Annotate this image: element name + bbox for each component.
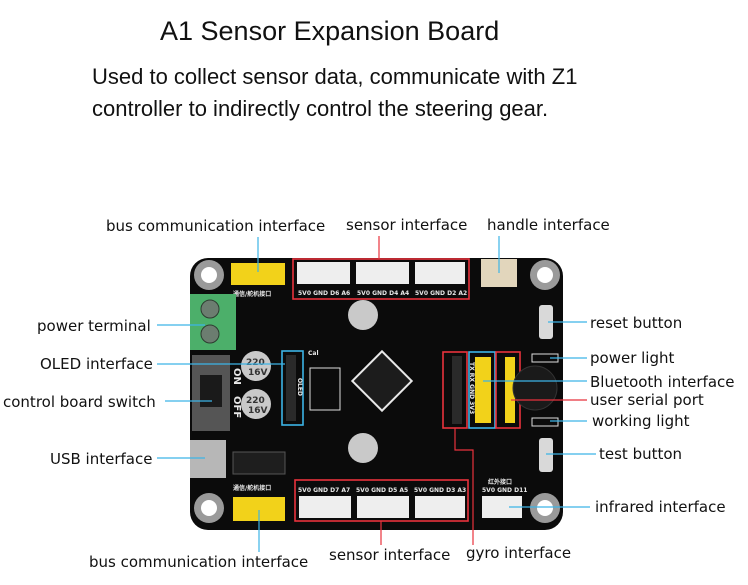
label-control-board-switch: control board switch	[3, 393, 156, 411]
working-led	[531, 417, 559, 427]
mounting-hole-bottom-left	[194, 493, 224, 523]
silk-bottom-sensor-3: 5V0 GND D3 A3	[414, 487, 466, 494]
sensor-connector-bottom-1	[299, 496, 351, 518]
infrared-silk-pins: 5V0 GND D11	[482, 487, 527, 494]
label-sensor-interface-bottom: sensor interface	[329, 546, 451, 564]
infrared-silk-cn: 红外接口	[488, 478, 512, 486]
mounting-hole-top-right	[530, 260, 560, 290]
silk-bottom-sensor-2: 5V0 GND D5 A5	[356, 487, 408, 494]
switch-on-label: ON	[231, 368, 242, 385]
label-user-serial-port: user serial port	[590, 391, 704, 409]
page-title: A1 Sensor Expansion Board	[160, 16, 500, 46]
bus-silk-bottom: 通信/舵机接口	[233, 484, 271, 492]
silk-bottom-sensor-1: 5V0 GND D7 A7	[298, 487, 350, 494]
oled-box	[281, 350, 304, 426]
capacitor-2	[241, 389, 271, 419]
label-working-light: working light	[592, 412, 690, 430]
usb-port	[190, 440, 226, 478]
label-bus-communication-top: bus communication interface	[106, 217, 326, 235]
leader-gyro	[454, 428, 474, 545]
bt-silk: TX RX GND 3V3	[468, 362, 475, 414]
description-line-1: Used to collect sensor data, communicate…	[92, 64, 578, 89]
bluetooth-box	[468, 351, 496, 429]
sensor-connector-top-2	[356, 262, 409, 284]
sensor-connector-top-1	[297, 262, 350, 284]
description-line-2: controller to indirectly control the ste…	[92, 96, 549, 121]
bluetooth-header	[475, 357, 491, 423]
label-handle-interface: handle interface	[487, 216, 610, 234]
control-switch-slider	[200, 375, 222, 407]
silk-top-sensor-3: 5V0 GND D2 A2	[415, 290, 467, 297]
mounting-hole-top-left	[194, 260, 224, 290]
icsp-header	[309, 367, 341, 411]
gyro-header	[452, 356, 462, 424]
label-bus-communication-bottom: bus communication interface	[89, 553, 309, 571]
capacitor-3	[348, 300, 378, 330]
sensor-connector-bottom-2	[357, 496, 409, 518]
label-power-light: power light	[590, 349, 675, 367]
silk-top-sensor-2: 5V0 GND D4 A4	[357, 290, 409, 297]
sensor-connector-top-3	[415, 262, 465, 284]
cap2-text-2: 16V	[248, 406, 268, 416]
capacitor-1	[241, 351, 271, 381]
bus-silk-top: 通信/舵机接口	[233, 290, 271, 298]
oled-silk: OLED	[296, 378, 303, 396]
label-reset-button: reset button	[590, 314, 683, 332]
infrared-connector	[482, 496, 522, 518]
label-sensor-interface-top: sensor interface	[346, 216, 468, 234]
cal-silk: Cal	[308, 350, 319, 357]
oled-header	[286, 355, 296, 421]
sensor-box-top	[292, 258, 470, 300]
label-bluetooth-interface: Bluetooth interface	[590, 373, 735, 391]
user-serial-header	[505, 357, 515, 423]
test-button-part	[539, 438, 553, 472]
reset-button-part	[539, 305, 553, 339]
label-infrared-interface: infrared interface	[595, 498, 726, 516]
cap2-text-1: 220	[246, 396, 265, 406]
cap1-text-1: 220	[246, 358, 265, 368]
label-power-terminal: power terminal	[37, 317, 151, 335]
switch-off-label: OFF	[231, 396, 242, 418]
cap1-text-2: 16V	[248, 368, 268, 378]
driver-ic	[232, 451, 286, 475]
mcu-chip	[350, 349, 414, 413]
label-gyro-interface: gyro interface	[466, 544, 572, 562]
label-oled-interface: OLED interface	[40, 355, 153, 373]
buzzer	[512, 365, 558, 411]
label-test-button: test button	[599, 445, 683, 463]
silk-top-sensor-1: 5V0 GND D6 A6	[298, 290, 350, 297]
mounting-hole-bottom-right	[530, 493, 560, 523]
bus-connector-top	[231, 263, 285, 285]
label-usb-interface: USB interface	[50, 450, 153, 468]
sensor-connector-bottom-3	[415, 496, 465, 518]
capacitor-4	[348, 433, 378, 463]
